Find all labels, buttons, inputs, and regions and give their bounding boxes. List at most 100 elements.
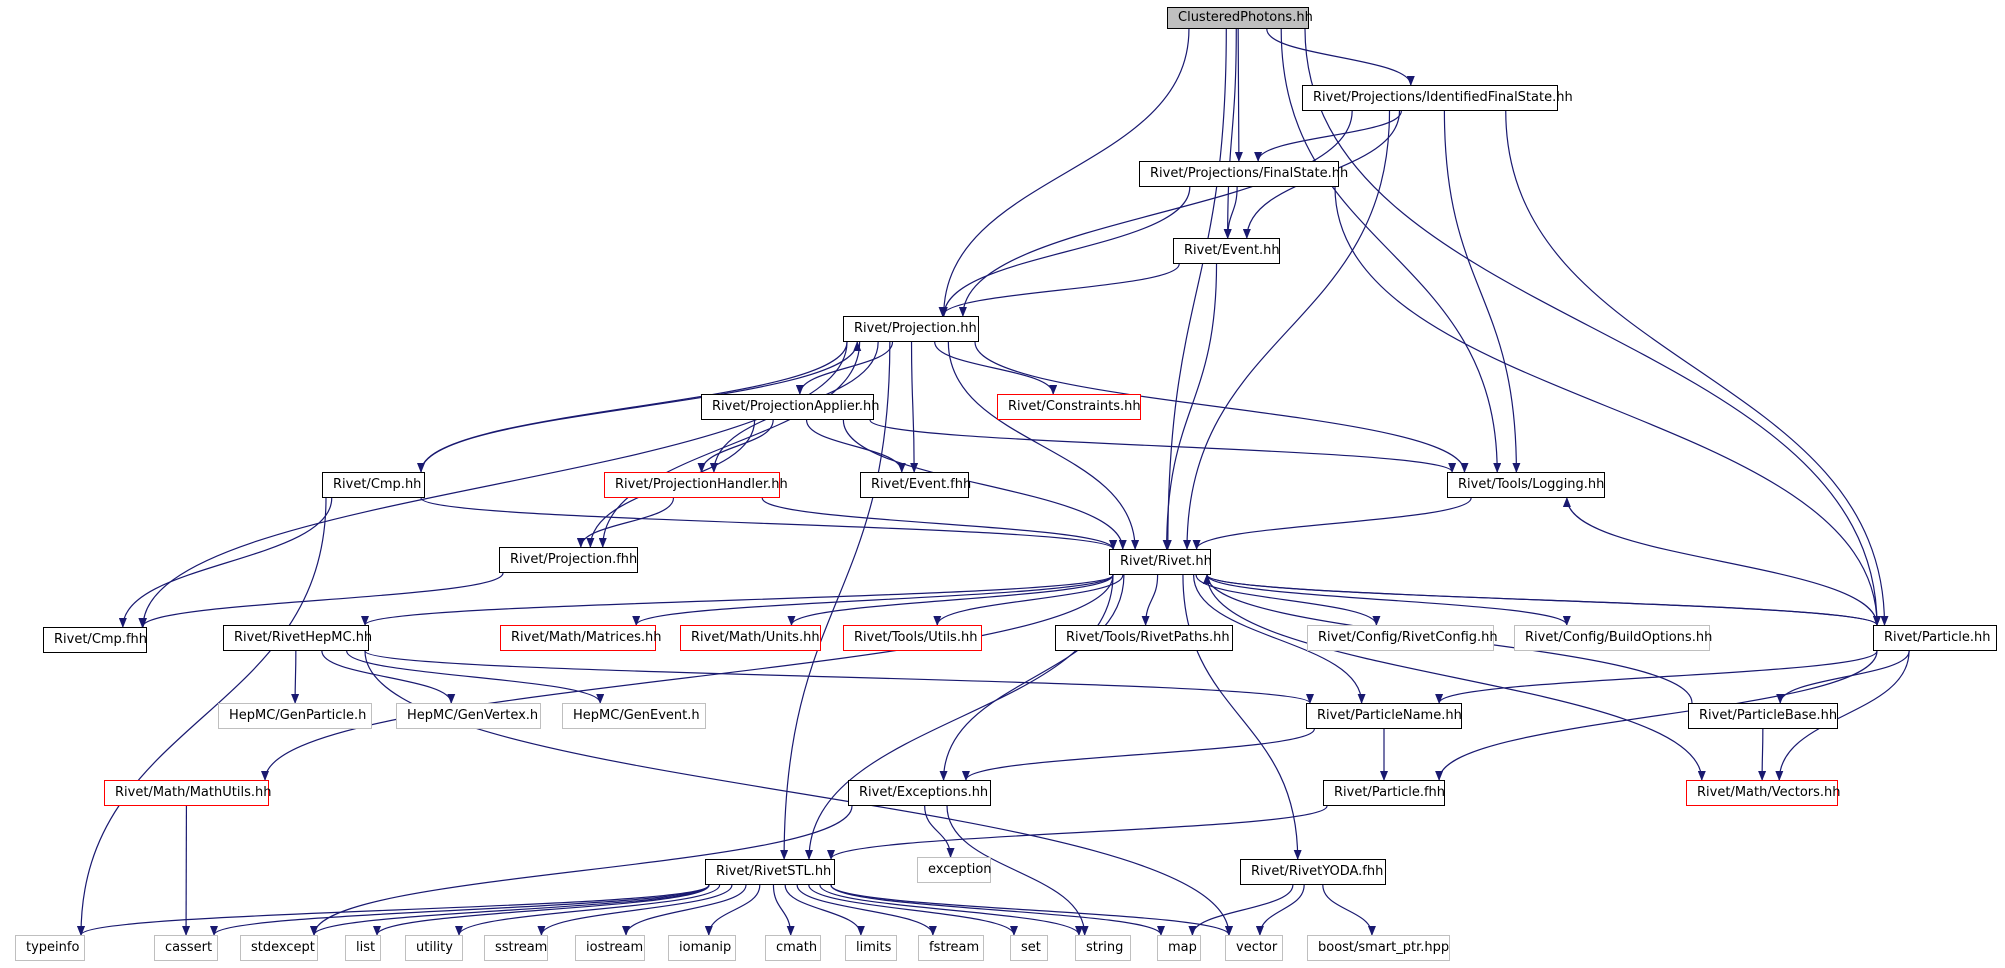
node-projection-handler[interactable]: Rivet/ProjectionHandler.hh — [604, 472, 788, 498]
node-math-mathutils[interactable]: Rivet/Math/MathUtils.hh — [104, 780, 271, 806]
edge-particlefhh-to-rivetstl — [827, 805, 1328, 860]
node-tools-utils[interactable]: Rivet/Tools/Utils.hh — [843, 625, 982, 651]
edge-rivetstl-to-utility — [455, 884, 721, 936]
edge-rivet-to-rivetpaths — [1141, 574, 1159, 626]
edge-cmp-to-cmpfhh — [118, 497, 333, 628]
node-std-iostream: iostream — [575, 935, 645, 961]
edge-projection-to-rivetstl — [780, 341, 891, 860]
edge-clustered-to-ifs — [1266, 28, 1415, 86]
node-identified-final-state[interactable]: Rivet/Projections/IdentifiedFinalState.h… — [1302, 85, 1573, 111]
edge-clustered-to-logging — [1280, 28, 1502, 473]
edge-particle-to-particlefhh — [1435, 650, 1878, 781]
node-exceptions[interactable]: Rivet/Exceptions.hh — [848, 780, 991, 806]
edge-ifs-to-rivet — [1183, 110, 1391, 550]
edge-rivetstl-to-cassert — [210, 884, 710, 936]
edge-clustered-to-event — [1223, 28, 1237, 239]
edge-pname-to-exceptions — [962, 728, 1315, 781]
edge-rivetstl-to-set — [808, 884, 1018, 936]
edge-rivet-to-yodafhh — [1182, 574, 1302, 860]
node-rivet-yoda-fhh[interactable]: Rivet/RivetYODA.fhh — [1240, 859, 1386, 885]
edge-fs-to-event — [1223, 186, 1238, 239]
edge-rivetstl-to-sstream — [537, 884, 733, 936]
node-rivet[interactable]: Rivet/Rivet.hh — [1109, 549, 1212, 575]
node-rivet-stl[interactable]: Rivet/RivetSTL.hh — [705, 859, 835, 885]
edge-particle-to-logging — [1562, 497, 1878, 626]
edge-rivet-to-buildopts — [1206, 574, 1571, 626]
edge-projection-to-papplier — [795, 341, 894, 395]
edge-clustered-to-projection — [939, 28, 1190, 317]
node-particle-fhh[interactable]: Rivet/Particle.fhh — [1323, 780, 1445, 806]
edge-projection-to-eventfhh — [910, 341, 919, 473]
node-hepmc-genevent: HepMC/GenEvent.h — [562, 703, 706, 729]
edge-rivet-to-units — [787, 574, 1114, 626]
node-math-vectors[interactable]: Rivet/Math/Vectors.hh — [1686, 780, 1841, 806]
edge-exceptions-to-exception — [924, 805, 955, 858]
node-final-state[interactable]: Rivet/Projections/FinalState.hh — [1139, 161, 1348, 187]
node-logging[interactable]: Rivet/Tools/Logging.hh — [1447, 472, 1605, 498]
edge-rivetstl-to-iostream — [622, 884, 747, 936]
node-hepmc-genparticle: HepMC/GenParticle.h — [218, 703, 372, 729]
node-std-string: string — [1075, 935, 1131, 961]
node-projection-fhh[interactable]: Rivet/Projection.fhh — [499, 547, 638, 573]
node-config-rivetconfig: Rivet/Config/RivetConfig.hh — [1307, 625, 1498, 651]
edge-rivetstl-to-stdexcept — [310, 884, 710, 936]
edge-projfhh-to-cmpfhh — [138, 572, 504, 628]
edge-papplier-to-logging — [869, 419, 1456, 473]
node-std-map: map — [1157, 935, 1201, 961]
edge-cmp-to-rivet — [420, 497, 1117, 550]
edge-cmp-to-projection — [420, 341, 862, 473]
node-tools-rivetpaths[interactable]: Rivet/Tools/RivetPaths.hh — [1055, 625, 1233, 651]
node-std-typeinfo: typeinfo — [15, 935, 85, 961]
node-cmp-fhh[interactable]: Rivet/Cmp.fhh — [43, 627, 147, 653]
node-projection[interactable]: Rivet/Projection.hh — [843, 316, 979, 342]
edge-hepmc-to-vector — [364, 650, 1233, 936]
edge-particle-to-rivet — [1203, 574, 1878, 626]
edge-particle-to-vectors — [1775, 650, 1910, 781]
node-math-matrices[interactable]: Rivet/Math/Matrices.hh — [500, 625, 661, 651]
edge-projection-to-constraints — [934, 341, 1058, 395]
edge-event-to-rivet — [1162, 263, 1218, 550]
node-particle-base[interactable]: Rivet/ParticleBase.hh — [1688, 703, 1838, 729]
edge-rivetstl-to-typeinfo — [77, 884, 710, 936]
node-event-fhh[interactable]: Rivet/Event.fhh — [860, 472, 971, 498]
edge-rivet-to-matrices — [632, 574, 1114, 626]
edge-projection-to-logging — [974, 341, 1469, 473]
node-std-set: set — [1010, 935, 1048, 961]
node-clustered-photons: ClusteredPhotons.hh — [1167, 7, 1313, 29]
node-std-cmath: cmath — [765, 935, 821, 961]
edge-ifs-to-projection — [958, 110, 1353, 317]
node-math-units[interactable]: Rivet/Math/Units.hh — [680, 625, 821, 651]
edge-ifs-to-particle — [1505, 110, 1889, 626]
node-constraints[interactable]: Rivet/Constraints.hh — [997, 394, 1141, 420]
edge-event-to-projection — [938, 263, 1180, 317]
node-event[interactable]: Rivet/Event.hh — [1173, 238, 1280, 264]
edge-particle-to-pbase — [1776, 650, 1910, 704]
edge-papplier-to-eventfhh — [805, 419, 906, 473]
edge-hepmc-to-genvertex — [321, 650, 456, 704]
edge-rivetstl-to-string — [819, 884, 1083, 936]
edge-rivetstl-to-cmath — [772, 884, 795, 936]
node-boost-smart-ptr: boost/smart_ptr.hpp — [1307, 935, 1450, 961]
node-cmp[interactable]: Rivet/Cmp.hh — [322, 472, 425, 498]
edge-cmp-to-typeinfo — [77, 497, 327, 936]
edge-fs-to-projection — [939, 186, 1191, 317]
node-std-vector: vector — [1225, 935, 1283, 961]
edge-logging-to-rivet — [1192, 497, 1472, 550]
edge-phandler-to-rivet — [761, 497, 1118, 550]
edge-rivet-to-hepmc — [361, 574, 1114, 626]
node-rivet-hepmc[interactable]: Rivet/RivetHepMC.hh — [223, 625, 372, 651]
edge-rivetstl-to-iomanip — [704, 884, 761, 936]
node-particle-name[interactable]: Rivet/ParticleName.hh — [1306, 703, 1462, 729]
edge-rivet-to-rivetconfig — [1195, 574, 1381, 626]
node-projection-applier[interactable]: Rivet/ProjectionApplier.hh — [701, 394, 879, 420]
edge-rivet-to-mathutils — [261, 574, 1114, 781]
node-std-utility: utility — [405, 935, 463, 961]
node-particle[interactable]: Rivet/Particle.hh — [1873, 625, 1997, 651]
edge-rivetstl-to-fstream — [796, 884, 937, 936]
edge-projection-to-rivet — [947, 341, 1140, 550]
edge-yodafhh-to-map — [1188, 884, 1294, 936]
edge-clustered-to-rivet — [1163, 28, 1227, 550]
edge-rivet-to-rivetstl — [805, 574, 1114, 860]
